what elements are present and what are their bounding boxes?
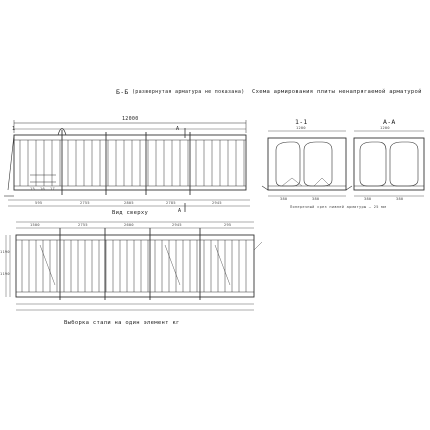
dim-bb-3: 2805 — [124, 201, 134, 205]
dim-total-label: 12000 — [122, 116, 139, 122]
mark-a-bottom: А — [178, 208, 182, 214]
dim-plan-4: 2945 — [172, 223, 182, 227]
dim-bb-2: 2755 — [80, 201, 90, 205]
section-bb-note: (развернутая арматура не показана) — [132, 89, 245, 95]
section-1-1 — [261, 130, 353, 197]
mark-a-top: А — [176, 126, 180, 132]
pos-15: 15 — [30, 187, 35, 191]
dim-aa-2: 380 — [396, 197, 404, 201]
dim-plan-2: 2755 — [78, 223, 88, 227]
dim-plan-left-2: 1190 — [0, 272, 10, 276]
plan-view — [5, 221, 263, 311]
dim-aa-3: 1200 — [380, 126, 390, 130]
dim-plan-5: 295 — [224, 223, 232, 227]
dim-11-2: 380 — [312, 197, 320, 201]
anchor-note: Поперечный срез нижней арматуры — 25 мм — [290, 205, 387, 209]
section-a-a — [353, 130, 425, 197]
dim-plan-1: 1500 — [30, 223, 40, 227]
dim-bb-1: 595 — [35, 201, 43, 205]
dim-aa-1: 380 — [364, 197, 372, 201]
dim-11-3: 1200 — [296, 126, 306, 130]
section-aa-title: А-А — [383, 118, 396, 126]
section-11-title: 1-1 — [295, 118, 308, 126]
dim-plan-3: 2600 — [124, 223, 134, 227]
dim-bb-5: 2945 — [212, 201, 222, 205]
dim-plan-left-1: 1190 — [0, 250, 10, 254]
pos-17: 17 — [50, 187, 55, 191]
scheme-title: Схема армирования плиты ненапрягаемой ар… — [252, 89, 422, 95]
bottom-title: Выборка стали на один элемент кг — [64, 320, 180, 326]
elevation-bb — [4, 120, 250, 212]
dim-bb-4: 2785 — [166, 201, 176, 205]
section-bb-title: Б-Б — [116, 88, 129, 96]
view-top-title: Вид сверху — [112, 210, 149, 216]
dim-11-1: 380 — [280, 197, 288, 201]
mark-1-top: 1 — [12, 126, 16, 132]
pos-16: 16 — [40, 187, 45, 191]
